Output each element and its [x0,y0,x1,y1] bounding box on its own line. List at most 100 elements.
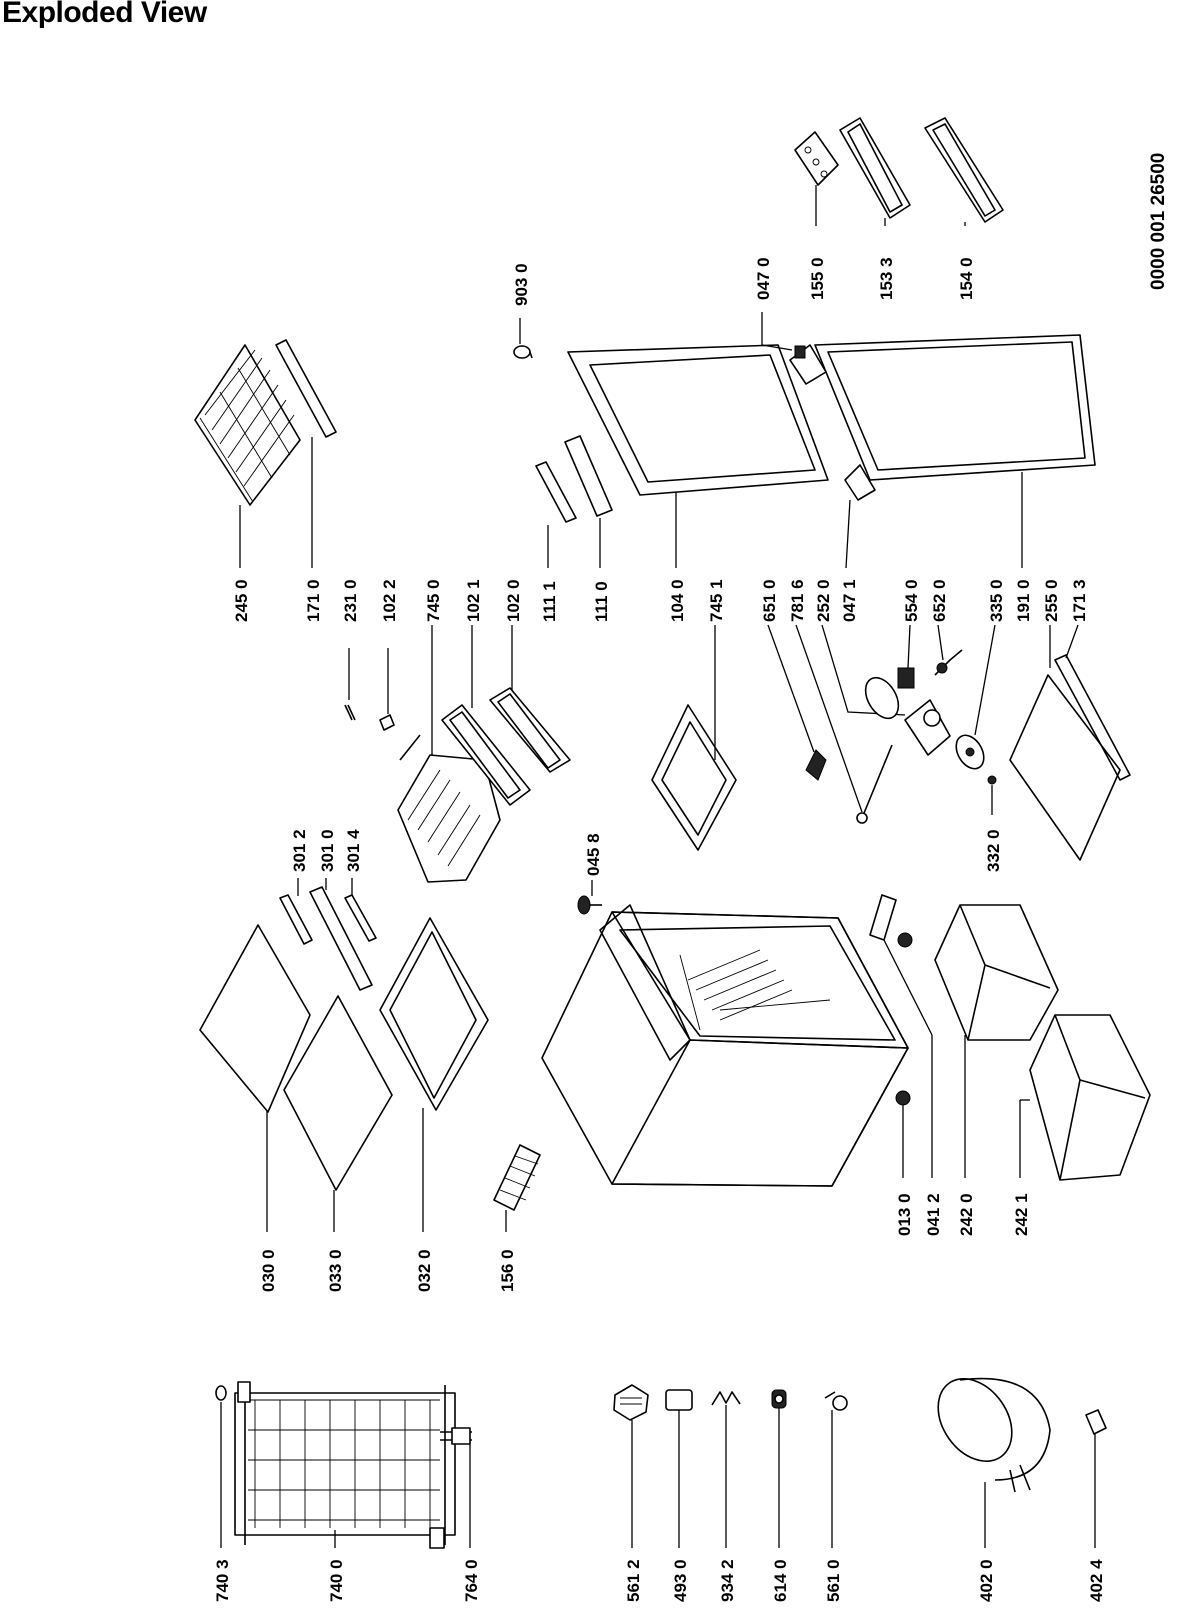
wire-shelf-245-0 [194,344,301,506]
lamp-561-0 [824,1391,848,1411]
label-041-2: 041 2 [924,1193,943,1236]
bracket-402-4 [1085,1409,1107,1435]
cabinet-body [541,904,909,1187]
hinge-041-2 [869,894,913,948]
label-402-4: 402 4 [1087,1559,1106,1602]
label-032-0: 032 0 [415,1249,434,1292]
label-402-0: 402 0 [977,1559,996,1602]
lamp-housing [665,1389,693,1411]
knob-614-0 [771,1389,787,1409]
label-554-0: 554 0 [902,579,921,622]
label-156-0: 156 0 [498,1249,517,1292]
plug-332-0 [987,775,997,785]
evap-flap-102-0 [489,687,571,773]
label-561-0: 561 0 [824,1559,843,1602]
label-934-2: 934 2 [718,1559,737,1602]
label-033-0: 033 0 [326,1249,345,1292]
trim-301-4 [344,894,377,942]
screw-903-0 [513,345,533,359]
screw-045-8 [577,895,602,915]
label-335-0: 335 0 [987,579,1006,622]
label-154-0: 154 0 [957,257,976,300]
thermostat-knob-651-0 [805,749,827,781]
label-651-0: 651 0 [760,579,779,622]
label-231-0: 231 0 [341,579,360,622]
drawer-242-1 [1029,1014,1151,1181]
label-153-3: 153 3 [877,257,896,300]
evaporator-coil [234,1381,456,1549]
thermostat-housing [613,1384,649,1421]
label-171-3: 171 3 [1070,579,1089,622]
evap-door-102-1 [441,704,531,806]
handle-111-0 [564,435,613,517]
cable-652-0 [934,649,963,676]
label-045-8: 045 8 [584,833,603,876]
label-111-0: 111 0 [592,581,611,622]
label-255-0: 255 0 [1042,579,1061,622]
label-740-0: 740 0 [327,1559,346,1602]
foot-013-0 [895,1090,911,1106]
label-301-2: 301 2 [290,829,309,872]
trim-301-2 [279,894,313,945]
label-245-0: 245 0 [232,579,251,622]
label-047-0: 047 0 [754,257,773,300]
compressor [937,1377,1051,1493]
label-745-1: 745 1 [707,579,726,622]
drawer-242-0 [934,904,1059,1041]
label-242-0: 242 0 [957,1193,976,1236]
hinge-047-1 [844,464,876,501]
label-013-0: 013 0 [895,1193,914,1236]
label-102-1: 102 1 [464,579,483,622]
label-301-0: 301 0 [318,829,337,872]
spring-934-2 [711,1391,741,1406]
knob-335-0 [955,734,985,770]
label-652-0: 652 0 [930,579,949,622]
clip-740-3 [215,1385,227,1401]
glass-shelf-030 [199,924,311,1113]
label-614-0: 614 0 [771,1559,790,1602]
label-903-0: 903 0 [512,263,531,306]
door-bin-153-3 [839,117,911,219]
page-title: Exploded View [2,0,207,29]
drain-tube [440,1427,472,1445]
label-030-0: 030 0 [259,1249,278,1292]
sensor-781-6 [856,744,893,824]
crisper-cover-032 [379,917,489,1111]
trim-301-0 [309,886,373,991]
label-252-0: 252 0 [814,579,833,622]
shelf-trim-171-0 [275,339,337,438]
door-104-0 [567,344,829,496]
label-191-0: 191 0 [1014,579,1033,622]
door-gasket-191-0 [814,334,1096,481]
label-301-4: 301 4 [344,829,363,872]
label-764-0: 764 0 [462,1559,481,1602]
label-745-0: 745 0 [424,579,443,622]
egg-rack [493,1144,541,1211]
label-171-0: 171 0 [304,579,323,622]
label-561-2: 561 2 [624,1559,643,1602]
door-bin-154-0 [924,117,1004,223]
label-104-0: 104 0 [668,579,687,622]
label-111-1: 111 1 [540,581,559,622]
label-493-0: 493 0 [671,1559,690,1602]
doc-number: 0000 001 26500 [1148,153,1169,290]
freezer-745-0 [397,734,501,883]
hinge-047-0 [789,344,827,385]
label-781-6: 781 6 [788,579,807,622]
label-102-2: 102 2 [380,579,399,622]
label-102-0: 102 0 [504,579,523,622]
glass-shelf-033 [283,995,393,1191]
label-332-0: 332 0 [984,829,1003,872]
lamp-cover-252-0 [904,699,951,756]
plate-255-0 [1009,654,1131,861]
clip-102-2 [379,714,395,731]
strip-231-0 [344,704,356,721]
lamp-554-0 [864,667,915,720]
label-242-1: 242 1 [1012,1193,1031,1236]
egg-tray-155-0 [794,131,839,186]
drip-tray [651,704,737,851]
label-740-3: 740 3 [213,1559,232,1602]
label-047-1: 047 1 [840,579,859,622]
label-155-0: 155 0 [808,257,827,300]
